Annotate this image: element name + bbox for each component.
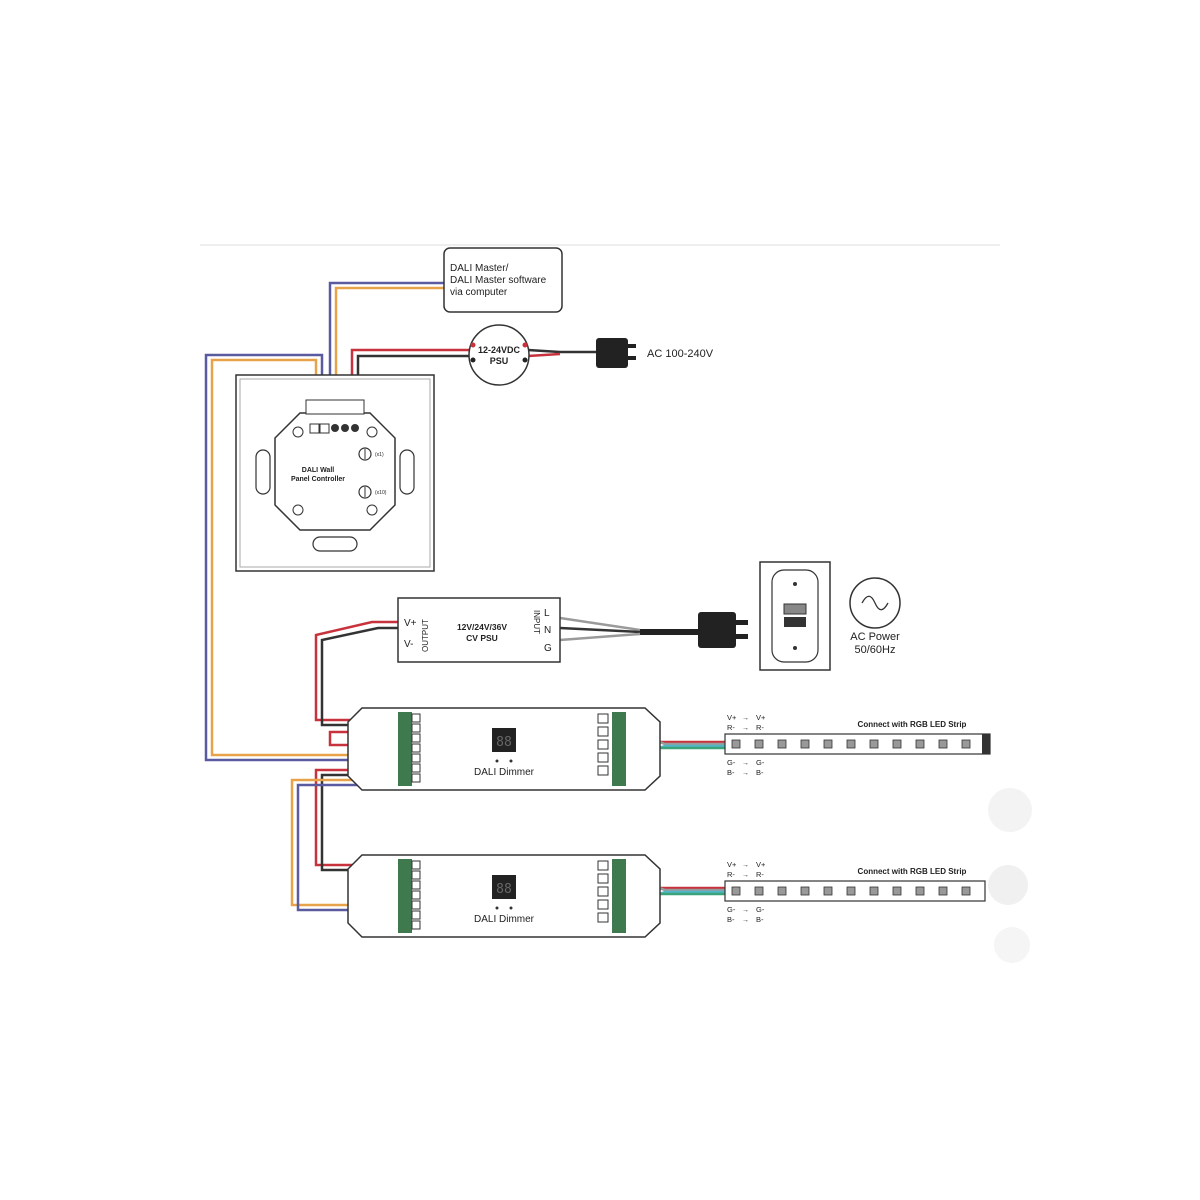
svg-text:→: → bbox=[742, 715, 749, 722]
wall-outlet-icon bbox=[759, 561, 831, 671]
strip1-b-a: B- bbox=[727, 768, 735, 777]
ac-power-line2: 50/60Hz bbox=[855, 644, 896, 656]
master-line2: DALI Master software bbox=[450, 275, 547, 286]
ac-label-top: AC 100-240V bbox=[647, 348, 714, 360]
psu-small-line1: 12-24VDC bbox=[478, 345, 521, 355]
strip2-g-a: G- bbox=[727, 905, 736, 914]
edge-artifact-2 bbox=[988, 865, 1028, 905]
panel-line2: Panel Controller bbox=[291, 476, 345, 483]
svg-text:→: → bbox=[742, 907, 749, 914]
svg-text:→: → bbox=[742, 872, 749, 879]
cv-psu-n: N bbox=[544, 625, 551, 636]
svg-text:→: → bbox=[742, 760, 749, 767]
strip1-vplus-b: V+ bbox=[756, 713, 766, 722]
led-strip-2: Connect with RGB LED Strip V+ → V+ R- → … bbox=[724, 860, 986, 924]
cv-psu-vminus: V- bbox=[404, 639, 413, 650]
svg-text:88: 88 bbox=[496, 882, 512, 897]
strip2-b-a: B- bbox=[727, 915, 735, 924]
ac-plug-top-icon bbox=[596, 338, 636, 368]
strip2-title: Connect with RGB LED Strip bbox=[858, 867, 967, 876]
dimmer1-right-terminal-icon bbox=[612, 712, 626, 786]
mount-slot-right-icon bbox=[399, 449, 415, 495]
dali-master-box: DALI Master/ DALI Master software via co… bbox=[443, 247, 563, 313]
strip2-r-b: R- bbox=[756, 870, 764, 879]
strip2-leds-icon bbox=[731, 886, 971, 896]
strip2-vplus-a: V+ bbox=[727, 860, 737, 869]
strip2-b-b: B- bbox=[756, 915, 764, 924]
ac-power-line1: AC Power bbox=[850, 631, 900, 643]
cv-psu-vplus: V+ bbox=[404, 618, 417, 629]
strip1-r-a: R- bbox=[727, 723, 735, 732]
cv-psu-input: INPUT bbox=[532, 610, 541, 634]
dial1-label: (x1) bbox=[375, 452, 384, 458]
strip2-r-a: R- bbox=[727, 870, 735, 879]
strip1-vplus-a: V+ bbox=[727, 713, 737, 722]
cv-psu-g: G bbox=[544, 643, 552, 654]
svg-text:→: → bbox=[742, 862, 749, 869]
dial2-label: (x10) bbox=[375, 490, 387, 496]
dali-dimmer-1: 88 DALI Dimmer bbox=[347, 707, 661, 791]
cv-psu: V+ V- OUTPUT 12V/24V/36V CV PSU INPUT L … bbox=[397, 597, 561, 663]
ac-power-symbol-icon bbox=[849, 577, 901, 629]
dali-dimmer-2: 88 DALI Dimmer bbox=[347, 854, 661, 938]
svg-text:→: → bbox=[742, 725, 749, 732]
dial-x1-icon bbox=[358, 447, 372, 461]
wall-panel: DALI Wall Panel Controller (x1) (x10) bbox=[235, 374, 435, 572]
cv-psu-line2: CV PSU bbox=[466, 633, 498, 643]
strip1-leds-icon bbox=[731, 739, 971, 749]
strip1-g-a: G- bbox=[727, 758, 736, 767]
dimmer1-label: DALI Dimmer bbox=[474, 767, 535, 778]
panel-terminals-icon bbox=[309, 423, 359, 434]
mount-slot-bottom-icon bbox=[312, 536, 358, 552]
master-line3: via computer bbox=[450, 287, 508, 298]
cv-psu-line1: 12V/24V/36V bbox=[457, 622, 507, 632]
edge-artifact-3 bbox=[994, 927, 1030, 963]
mount-slot-left-icon bbox=[255, 449, 271, 495]
strip1-g-b: G- bbox=[756, 758, 765, 767]
psu-small-line2: PSU bbox=[490, 356, 509, 366]
cv-psu-l: L bbox=[544, 608, 550, 619]
strip1-title: Connect with RGB LED Strip bbox=[858, 720, 967, 729]
svg-text:88: 88 bbox=[496, 735, 512, 750]
dimmer2-label: DALI Dimmer bbox=[474, 914, 535, 925]
ac-plug-bottom-icon bbox=[698, 612, 748, 648]
dial-x10-icon bbox=[358, 485, 372, 499]
dimmer2-right-terminal-icon bbox=[612, 859, 626, 933]
dimmer2-display-icon bbox=[492, 875, 516, 899]
panel-line1: DALI Wall bbox=[302, 467, 334, 474]
dimmer1-left-terminal-icon bbox=[398, 712, 412, 786]
dimmer2-left-terminal-icon bbox=[398, 859, 412, 933]
master-line1: DALI Master/ bbox=[450, 263, 509, 274]
svg-text:→: → bbox=[742, 917, 749, 924]
strip1-b-b: B- bbox=[756, 768, 764, 777]
svg-text:→: → bbox=[742, 770, 749, 777]
edge-artifact-1 bbox=[988, 788, 1032, 832]
strip2-vplus-b: V+ bbox=[756, 860, 766, 869]
led-strip-1: Connect with RGB LED Strip V+ → V+ R- → … bbox=[724, 713, 991, 777]
strip1-r-b: R- bbox=[756, 723, 764, 732]
dimmer1-display-icon bbox=[492, 728, 516, 752]
cv-psu-output: OUTPUT bbox=[421, 619, 430, 652]
strip2-g-b: G- bbox=[756, 905, 765, 914]
small-psu: 12-24VDC PSU bbox=[468, 324, 530, 386]
